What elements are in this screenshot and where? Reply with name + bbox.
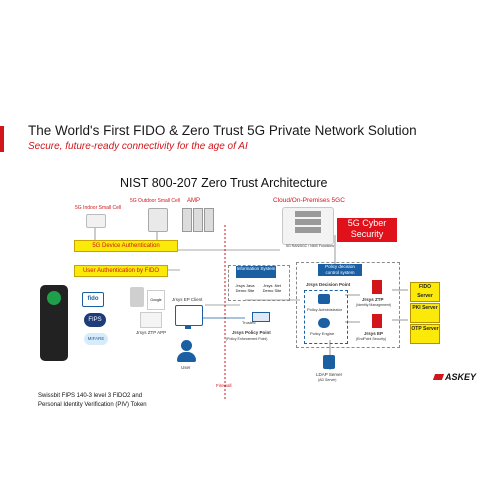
core-network-icon: [282, 207, 334, 245]
policy-decision-area: [296, 262, 400, 348]
askey-logo: ASKEY: [432, 372, 477, 382]
ep-label: Jrsys EP: [364, 331, 384, 336]
decision-point-box: [304, 290, 348, 344]
ztp-app-icon: [140, 312, 162, 328]
device-auth-box: 5G Device Authentication: [74, 240, 178, 252]
phone-icon-1: [130, 287, 144, 307]
fido-token-icon: [40, 285, 68, 361]
policy-admin-label: Policy Administrator: [307, 307, 343, 312]
user-head-icon: [181, 340, 192, 351]
outdoor-cell-icon: [148, 208, 168, 232]
user-auth-box: User Authentication by FIDO: [74, 265, 168, 277]
firewall-label: Firewall: [216, 383, 232, 388]
policy-engine-label: Policy Engine: [310, 331, 335, 336]
ep-sub-label: (EndPoint Security): [356, 337, 387, 341]
ep-server-icon: [372, 314, 382, 328]
google-authenticator-icon: Google: [147, 290, 165, 310]
net-site-box: Jrsys .Net Demo Site: [260, 283, 284, 295]
fido-server-box: FIDO Server: [410, 282, 440, 302]
amp-label: AMP: [187, 198, 201, 204]
ztp-app-label: Jrsys ZTP APP: [136, 330, 167, 335]
java-site-box: Jrsys Java Demo Site: [233, 283, 257, 295]
policy-point-icon: [252, 312, 270, 322]
amp-icon-3: [204, 208, 214, 232]
decision-point-label: Jrsys Decision Point: [306, 282, 351, 287]
caption-line-2: Personal Identity Verification (PIV) Tok…: [38, 402, 147, 408]
core-functions-label: 5G RAN/5GC / NMS Functions: [286, 244, 335, 248]
user-body-icon: [177, 352, 196, 362]
ldap-label: LDAP Server: [316, 372, 343, 377]
amp-icon-1: [182, 208, 192, 232]
outdoor-cell-label: 5G Outdoor Small Cell: [130, 198, 181, 204]
ztp-sub-label: (Identity Management): [356, 303, 392, 307]
mifare-badge: MIFARE: [84, 333, 108, 345]
fips-badge: FIPS: [84, 313, 106, 327]
monitor-icon: [175, 305, 203, 326]
cyber-security-box: 5G Cyber Security: [337, 218, 397, 242]
title-accent-bar: [0, 126, 4, 152]
user-label: User: [181, 365, 191, 370]
page-title: The World's First FIDO & Zero Trust 5G P…: [28, 123, 417, 138]
brand-name: ASKEY: [445, 372, 477, 382]
policy-system-header: Policy decision control system: [318, 264, 362, 276]
pki-server-box: PKI Server: [410, 303, 440, 323]
indoor-cell-label: 5G Indoor Small Cell: [75, 205, 122, 211]
token-caption: Swissbit FIPS 140-3 level 3 FIDO2 and Pe…: [38, 392, 147, 410]
cloud-label: Cloud/On-Premises 5GC: [273, 197, 345, 204]
amp-icon-2: [193, 208, 203, 232]
ztp-server-icon: [372, 280, 382, 294]
caption-line-1: Swissbit FIPS 140-3 level 3 FIDO2 and: [38, 393, 143, 399]
info-system-header: Information System: [236, 266, 276, 278]
ldap-sub-label: (AD Server): [318, 378, 337, 382]
ldap-server-icon: [323, 355, 335, 369]
page-subtitle: Secure, future-ready connectivity for th…: [28, 141, 248, 152]
info-system-area: [228, 265, 290, 301]
ep-client-label: Jrsys EP Client: [172, 297, 203, 302]
policy-point-label: Jrsys Policy Point: [232, 330, 271, 335]
ztp-label: Jrsys ZTP: [362, 297, 384, 302]
admin-icon: [318, 294, 330, 304]
engine-icon: [318, 318, 330, 328]
monitor-stand: [185, 325, 191, 329]
fido-badge: fido: [82, 292, 104, 307]
trusted-label: Trusted: [242, 320, 256, 325]
otp-server-box: OTP Server: [410, 324, 440, 344]
indoor-cell-icon: [86, 214, 106, 228]
diagram-heading: NIST 800-207 Zero Trust Architecture: [120, 176, 328, 190]
policy-point-sub: (Policy Enforcement Point): [226, 337, 268, 341]
